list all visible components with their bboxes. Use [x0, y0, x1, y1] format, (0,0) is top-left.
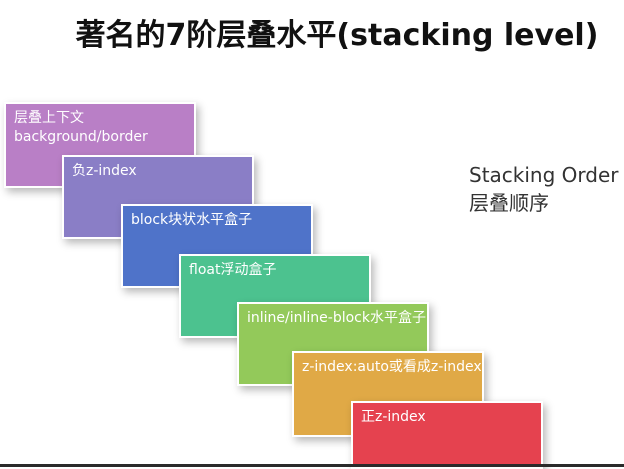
layer-sublabel: background/border [14, 129, 148, 145]
layer-label: inline/inline-block水平盒子 [247, 310, 426, 326]
layer-label: 层叠上下文 [14, 110, 84, 126]
layer-negative-z-index: 负z-index [62, 155, 254, 239]
layer-label: z-index:auto或看成z-index:0 [302, 359, 484, 375]
layer-label: float浮动盒子 [189, 262, 277, 278]
bottom-divider [0, 464, 624, 467]
stacking-order-english: Stacking Order [469, 163, 619, 187]
layer-positive-z-index: 正z-index [351, 401, 543, 469]
layer-label: 正z-index [361, 409, 426, 425]
layer-label: block块状水平盒子 [131, 212, 253, 228]
stacking-order-chinese: 层叠顺序 [469, 191, 549, 215]
page-title: 著名的7阶层叠水平(stacking level) [75, 18, 599, 53]
layer-label: 负z-index [72, 163, 137, 179]
stacking-order-label: Stacking Order 层叠顺序 [469, 161, 619, 217]
